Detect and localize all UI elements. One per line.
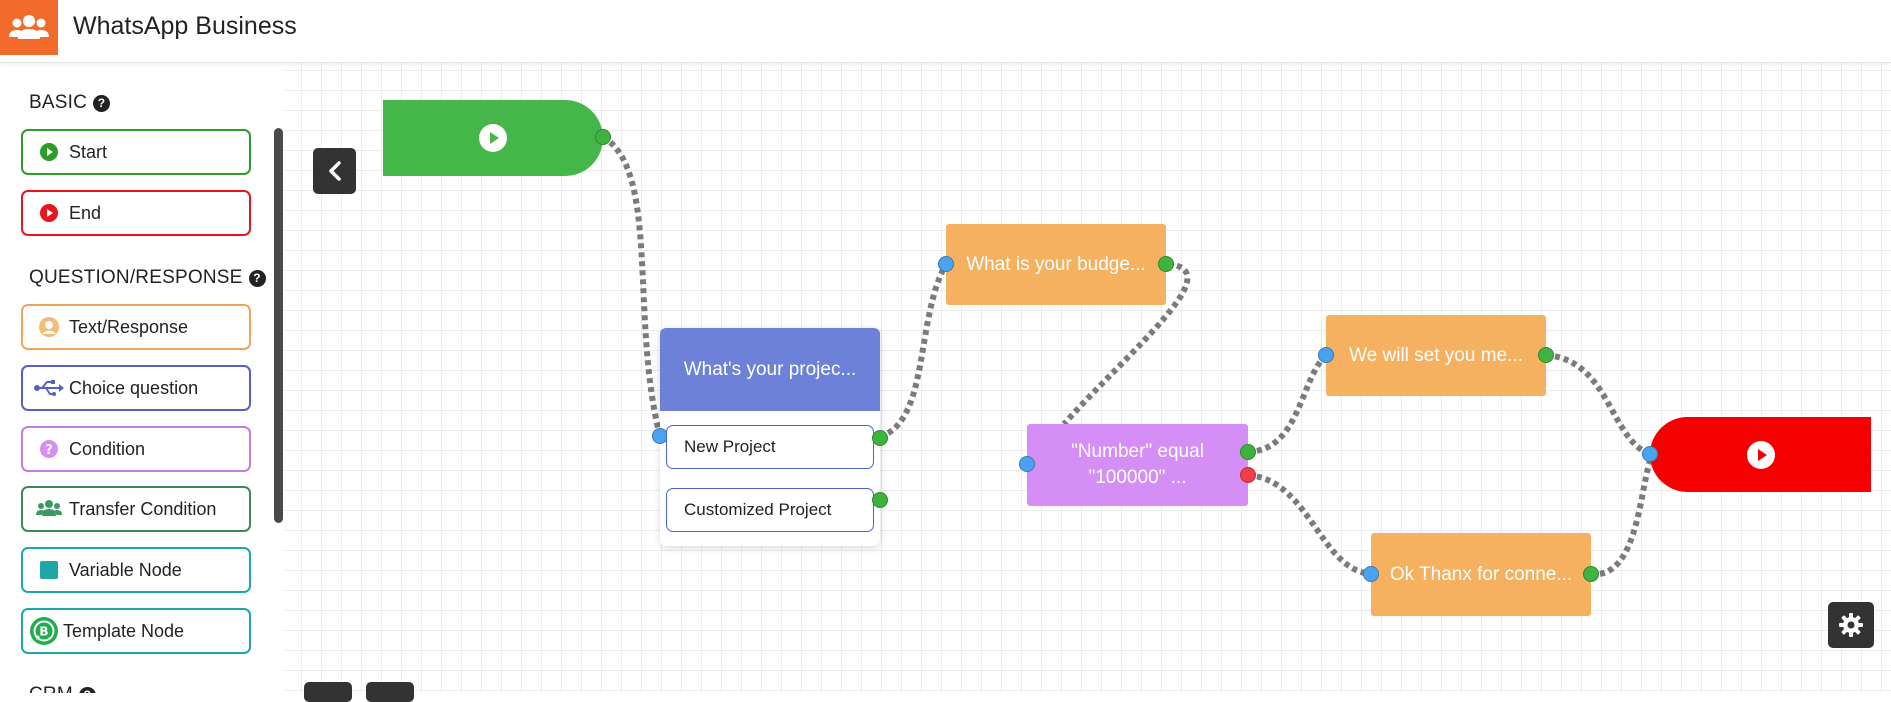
gear-icon (1839, 613, 1863, 637)
help-icon[interactable]: ? (248, 269, 266, 287)
option-output-port[interactable] (872, 430, 888, 446)
help-icon[interactable]: ? (93, 94, 111, 112)
palette-item-choice-question[interactable]: Choice question (21, 365, 251, 411)
text-node-title: What is your budge... (966, 253, 1146, 275)
palette-item-condition[interactable]: ? Condition (21, 426, 251, 472)
question-circle-icon: ? (29, 439, 69, 459)
help-icon[interactable]: ? (78, 686, 96, 693)
palette-item-label: Start (69, 141, 108, 162)
end-node[interactable] (1650, 417, 1871, 492)
sidebar: BASIC ? Start End QUESTION/RESPONSE ? Te… (0, 63, 284, 693)
budget-input-port[interactable] (938, 256, 954, 272)
user-circle-icon (29, 316, 69, 338)
choice-question-header: What's your projec... (660, 328, 880, 411)
palette-item-label: Condition (69, 438, 146, 459)
palette-item-start[interactable]: Start (21, 129, 251, 175)
collapse-sidebar-button[interactable] (313, 148, 356, 194)
meeting-input-port[interactable] (1318, 347, 1334, 363)
play-circle-icon (29, 142, 69, 162)
choice-option[interactable]: Customized Project (666, 488, 874, 532)
section-label: CRM (29, 684, 73, 693)
condition-false-port[interactable] (1240, 467, 1256, 483)
palette-item-label: End (69, 202, 102, 223)
palette-item-text-response[interactable]: Text/Response (21, 304, 251, 350)
section-title-question-response: QUESTION/RESPONSE ? (29, 267, 266, 289)
section-title-basic: BASIC ? (29, 92, 111, 114)
start-node[interactable] (383, 100, 603, 176)
choice-option[interactable]: New Project (666, 425, 874, 469)
whatsapp-business-icon: B (25, 616, 63, 646)
section-label: BASIC (29, 92, 88, 113)
app-logo[interactable] (0, 0, 58, 55)
option-output-port[interactable] (872, 492, 888, 508)
zoom-out-button[interactable] (304, 682, 352, 702)
play-circle-icon (29, 203, 69, 223)
condition-input-port[interactable] (1019, 456, 1035, 472)
budget-output-port[interactable] (1158, 256, 1174, 272)
app-title: WhatsApp Business (73, 12, 297, 40)
condition-node[interactable]: "Number" equal "100000" ... (1027, 424, 1248, 506)
palette-item-end[interactable]: End (21, 190, 251, 236)
text-node-title: We will set you me... (1349, 344, 1523, 366)
text-node-title: Ok Thanx for conne... (1389, 563, 1573, 585)
text-node-thanks[interactable]: Ok Thanx for conne... (1371, 533, 1591, 616)
choice-question-title: What's your projec... (683, 358, 857, 380)
section-title-crm: CRM ? (29, 684, 96, 693)
meeting-output-port[interactable] (1538, 347, 1554, 363)
play-circle-icon (1746, 440, 1775, 469)
settings-button[interactable] (1828, 602, 1874, 648)
choice-option-label: New Project (684, 437, 776, 456)
svg-text:?: ? (45, 443, 53, 458)
palette-item-label: Variable Node (69, 559, 182, 580)
users-icon (9, 14, 49, 39)
play-circle-icon (479, 124, 507, 152)
chevron-left-icon (328, 161, 341, 181)
palette-item-transfer-condition[interactable]: Transfer Condition (21, 486, 251, 532)
thanks-input-port[interactable] (1363, 566, 1379, 582)
start-output-port[interactable] (595, 129, 611, 145)
palette-item-label: Template Node (63, 620, 185, 641)
square-icon (29, 560, 69, 580)
text-node-budget[interactable]: What is your budge... (946, 224, 1166, 305)
sidebar-scrollbar[interactable] (274, 128, 283, 523)
svg-text:B: B (39, 625, 48, 639)
palette-item-variable-node[interactable]: Variable Node (21, 547, 251, 593)
palette-item-label: Transfer Condition (69, 498, 217, 519)
choice-option-label: Customized Project (684, 500, 832, 519)
palette-item-label: Text/Response (69, 316, 189, 337)
users-icon (29, 499, 69, 519)
end-input-port[interactable] (1642, 446, 1658, 462)
usb-icon (29, 379, 69, 397)
condition-line-1: "Number" equal (1071, 441, 1204, 462)
zoom-in-button[interactable] (366, 682, 414, 702)
palette-item-label: Choice question (69, 377, 199, 398)
thanks-output-port[interactable] (1583, 566, 1599, 582)
text-node-meeting[interactable]: We will set you me... (1326, 315, 1546, 396)
section-label: QUESTION/RESPONSE (29, 267, 243, 288)
top-bar: WhatsApp Business (0, 0, 1891, 63)
palette-item-template-node[interactable]: B Template Node (21, 608, 251, 654)
condition-line-2: "100000" ... (1088, 467, 1187, 488)
condition-true-port[interactable] (1240, 444, 1256, 460)
